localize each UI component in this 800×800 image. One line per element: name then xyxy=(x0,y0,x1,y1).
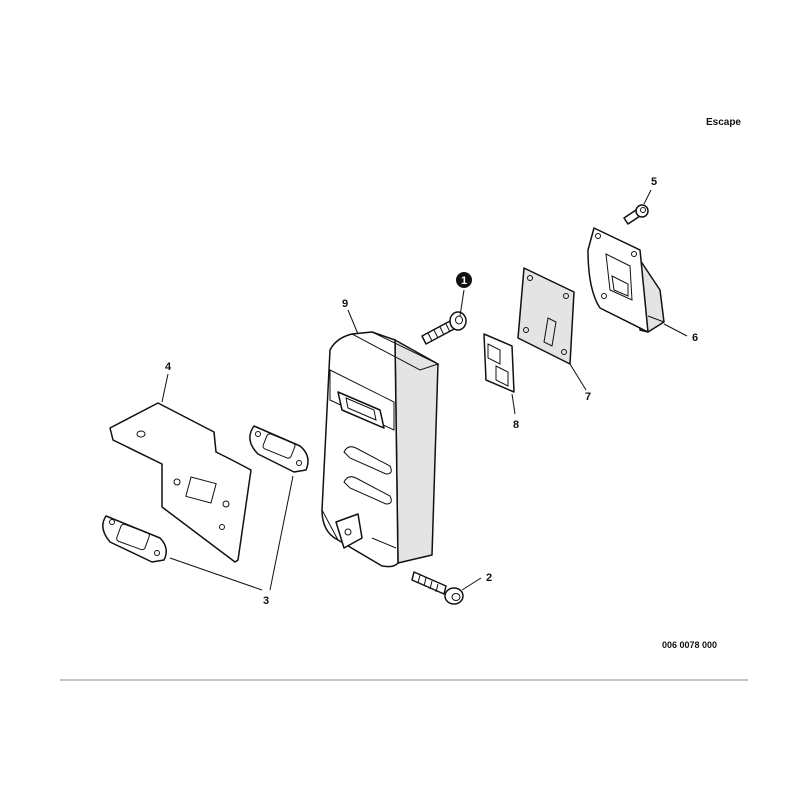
callout-3-label: 3 xyxy=(263,595,269,607)
part-4-bracket xyxy=(109,402,252,563)
part-2-bolt xyxy=(411,571,464,605)
callout-7-label: 7 xyxy=(585,391,591,403)
part-3-gasket-left xyxy=(102,515,167,563)
callout-9-label: 9 xyxy=(342,298,348,310)
part-3-gasket-right xyxy=(249,425,309,473)
diagram-title: Escape xyxy=(706,117,741,128)
callout-6-label: 6 xyxy=(692,332,698,344)
drawing-code: 006 0078 000 xyxy=(662,640,717,650)
part-9-muffler xyxy=(321,331,440,568)
part-7-gasket-plate xyxy=(517,267,575,365)
callout-4-label: 4 xyxy=(165,361,172,373)
callout-1: 1 xyxy=(456,272,472,288)
part-1-bolt xyxy=(421,311,467,345)
callout-2-label: 2 xyxy=(486,572,492,584)
callout-1-badge xyxy=(456,272,472,288)
leader-lines xyxy=(161,189,688,591)
callout-1-label: 1 xyxy=(461,275,467,287)
part-6-deflector-cover xyxy=(587,227,665,333)
callout-5-label: 5 xyxy=(651,176,657,188)
part-5-screw xyxy=(623,204,649,225)
callout-8-label: 8 xyxy=(513,419,519,431)
part-8-spark-screen xyxy=(483,333,515,393)
